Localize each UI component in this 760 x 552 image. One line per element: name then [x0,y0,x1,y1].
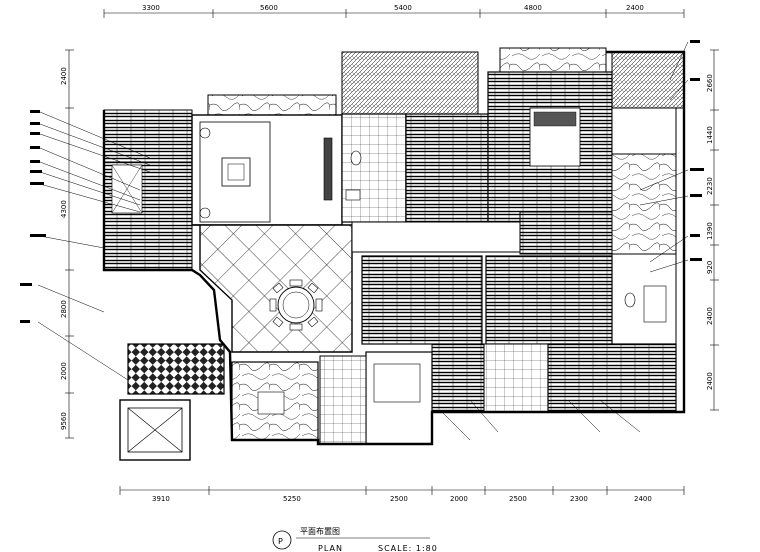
room-bathroom-lower [483,343,549,413]
room-right-closet [611,107,677,155]
room-dining [192,224,353,353]
title-name: 平面布置图 [300,526,340,536]
left-dimension-line [65,49,74,439]
bottom-dim-6: 2300 [570,495,588,503]
room-entry-checker [127,343,225,395]
right-dim-2: 1440 [706,126,714,144]
title-scale-label: SCALE: 1:80 [378,544,438,552]
room-bedroom-middle [361,255,483,345]
bottom-dim-4: 2000 [450,495,468,503]
balcony-top-right [499,47,607,73]
balcony-far-right [611,51,685,109]
right-dim-3: 2230 [706,177,714,195]
left-dim-5: 9560 [60,412,68,430]
left-dim-4: 2000 [60,362,68,380]
bottom-dim-3: 2500 [390,495,408,503]
bottom-dim-7: 2400 [634,495,652,503]
dining-table [277,286,315,324]
right-dim-6: 2400 [706,307,714,325]
room-bedroom-top-middle [405,113,489,223]
right-dim-1: 2660 [706,74,714,92]
room-bedroom-right-middle [485,255,613,345]
title-circle-letter: P [278,537,283,546]
outer-walls [102,50,686,446]
balcony-top-center [341,51,479,115]
dining-chairs [269,279,323,331]
bottom-dim-2: 5250 [283,495,301,503]
bottom-dimension-line [119,486,685,495]
top-dim-1: 3300 [142,4,160,12]
leader-lines [37,41,689,441]
room-bedroom-lower-right [547,343,677,413]
room-bathroom-center [341,113,407,223]
room-study [431,343,485,413]
corridor-cabinet [519,211,613,255]
left-dim-1: 2400 [60,67,68,85]
annotation-ticks [20,40,704,323]
tv-cabinet [323,137,333,201]
top-dimension-line [103,9,685,18]
right-dim-7: 2400 [706,372,714,390]
top-dim-4: 4800 [524,4,542,12]
top-dim-2: 5600 [260,4,278,12]
title-circle [272,530,292,550]
corridor [351,221,521,253]
bottom-dim-5: 2500 [509,495,527,503]
room-bedroom-left-upper [103,109,193,163]
top-dim-3: 5400 [394,4,412,12]
top-dim-5: 2400 [626,4,644,12]
title-plan-label: PLAN [318,544,343,552]
right-dimension-line [710,49,719,411]
bottom-dim-1: 3910 [152,495,170,503]
left-dim-2: 4300 [60,200,68,218]
right-dim-4: 1390 [706,222,714,240]
room-storage [319,355,367,445]
left-dim-3: 2800 [60,300,68,318]
right-dim-5: 920 [706,261,714,274]
balcony-top-left [207,94,337,118]
